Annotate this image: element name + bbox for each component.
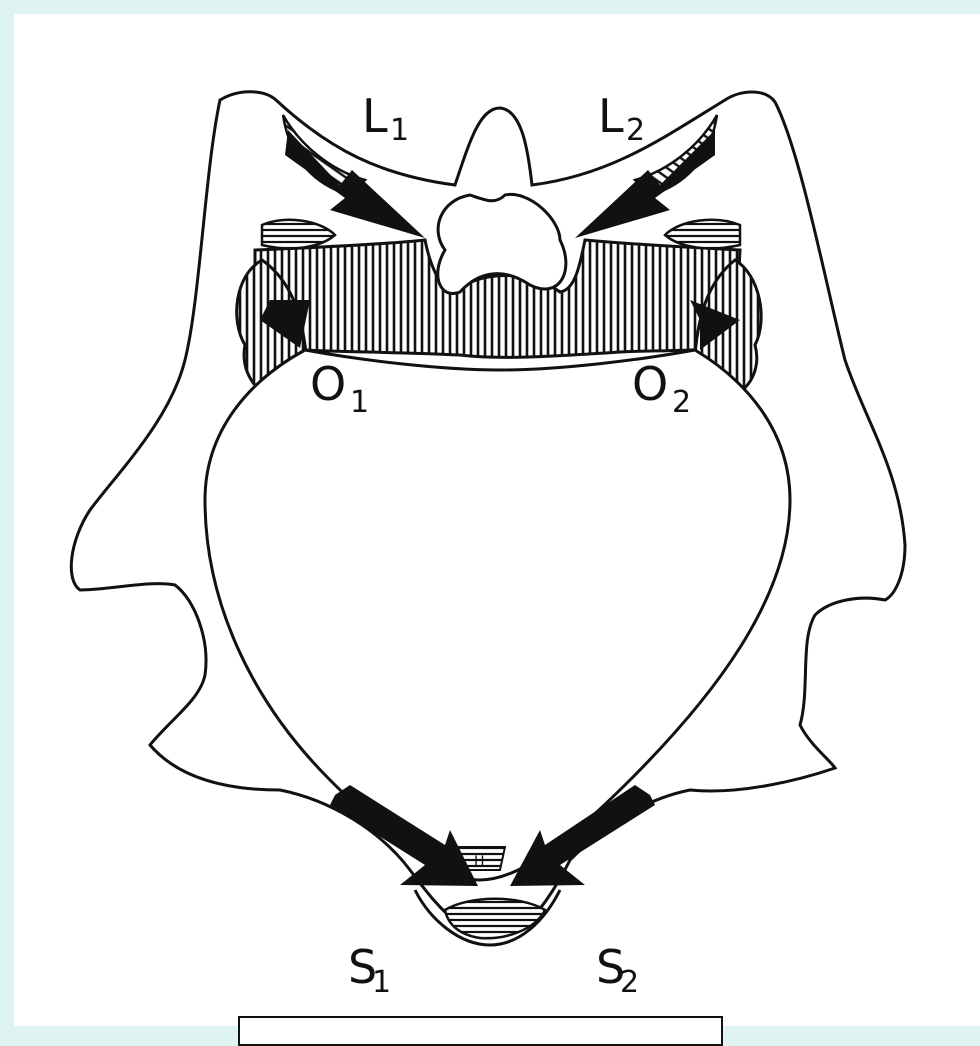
svg-text:L: L (598, 89, 624, 143)
svg-text:1: 1 (390, 113, 409, 148)
svg-text:O: O (632, 357, 668, 411)
label-l2: L 2 (598, 89, 645, 148)
svg-text:O: O (310, 357, 346, 411)
braincase (205, 350, 790, 880)
label-s2: S 2 (596, 940, 639, 1000)
svg-text:1: 1 (350, 385, 369, 420)
caption-box (238, 1016, 723, 1046)
label-s1: S 1 (348, 940, 391, 1000)
svg-text:L: L (362, 89, 388, 143)
label-l1: L 1 (362, 89, 409, 148)
svg-text:2: 2 (626, 113, 645, 148)
svg-text:1: 1 (372, 965, 391, 1000)
svg-text:2: 2 (672, 385, 691, 420)
label-h: H (474, 854, 485, 870)
svg-text:2: 2 (620, 965, 639, 1000)
chin-hatched (445, 899, 545, 939)
